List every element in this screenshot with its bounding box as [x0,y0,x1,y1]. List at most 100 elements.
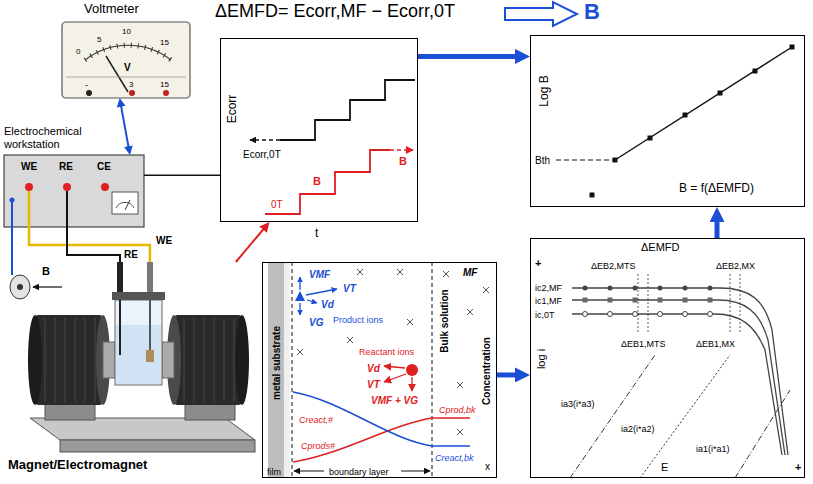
voltmeter-symbol [106,56,128,92]
workstation-symbol [125,200,130,210]
node-text: ic,0T [535,310,555,320]
polarization-curves [683,298,688,303]
field-symbol: B [584,0,600,24]
boundary-layer-sketch [284,262,290,478]
voltmeter-symbol [129,90,135,96]
workstation-symbol [25,183,33,191]
title-arrow [505,2,577,26]
magnet-drawing [112,292,165,300]
boundary-layer-sketch [307,300,317,303]
boundary-layer-sketch [292,262,293,478]
workstation-symbol [101,183,109,191]
boundary-layer-sketch [295,291,305,301]
boundary-layer-sketch [268,262,284,478]
polarization-curves [583,286,588,291]
corrosion-potential-steps [265,150,390,214]
log-b-plot [613,158,618,163]
log-b-plot [790,45,795,50]
node-text: Vd [321,299,334,311]
log-b-plot [556,159,615,160]
node-text: log i [535,349,548,369]
polarization-curves [735,390,790,478]
node-text: Vd [367,363,380,375]
node-text: ic1,MF [535,296,562,306]
node-text: boundary layer [329,467,389,477]
node-text: E [661,461,668,474]
node-text: ic2,MF [535,283,562,293]
polarization-curves [572,314,782,455]
node-text: metal substrate [271,326,283,400]
node-text: Reactant ions [359,347,414,357]
title-arrow [505,2,577,26]
boundary-layer-sketch [384,366,405,368]
node-text: Cprod,bk [439,405,476,415]
node-text: Magnet/Electromagnet [8,458,147,473]
node-text: Electrochemical workstation [4,125,114,150]
magnet-drawing [28,315,42,405]
node-text: ΔEB1,MX [696,339,735,349]
magnet-drawing [174,315,242,405]
polarization-curves [570,355,655,478]
corrosion-potential-steps [250,80,415,214]
log-b-plot [718,91,723,96]
terminal-label: - [85,80,88,90]
node-text: CE [97,161,111,173]
node-text: Creact,# [299,415,333,425]
polarization-curves [658,298,663,303]
calibration-chart: Log BBthB = f(ΔEMFD) [530,35,805,207]
log-b-plot [683,113,688,118]
magnet-drawing [103,342,115,378]
boundary-layer-sketch [294,471,324,472]
voltmeter-symbol [163,90,169,96]
field-symbol: B [42,265,50,278]
polarization-curves [683,312,688,317]
corrosion-potential-steps [390,149,413,151]
terminal-label: 15 [160,80,169,89]
node-text: Creact,bk [435,453,474,463]
node-text: VMF + VG [371,395,418,407]
node-text: RE [59,161,73,173]
node-text: + [535,257,541,270]
field-probe [10,198,63,300]
scale-number: 5 [97,35,101,44]
polarization-curves [583,312,588,317]
log-b-plot [648,136,653,141]
node-text: WE [21,161,37,173]
node-text: ΔEMFD [641,241,680,254]
connector [67,227,120,262]
log-b-plot [615,47,792,160]
magnet-drawing [60,440,255,452]
node-text: B = f(ΔEMFD) [679,182,754,196]
node-text: Voltmeter [84,2,139,17]
magnet-drawing [115,300,162,385]
magnet-drawing [162,342,174,378]
log-b-plot [556,45,795,198]
workstation-symbol [116,202,134,208]
node-text: ΔEB1,MTS [621,339,666,349]
node-text: MF [463,267,477,279]
node-text: VG [309,317,323,329]
node-text: ia3(i*a3) [561,399,595,409]
magnet-drawing [119,300,121,355]
node-text: Bulk solution [439,289,451,352]
workstation-symbol [66,191,68,227]
workstation-symbol [112,192,138,214]
node-text: Product ions [333,315,383,325]
node-text: B [313,175,321,188]
polarization-curves [633,312,638,317]
boundary-layer-sketch [306,289,337,295]
connector [120,102,129,151]
polarization-curves [658,312,663,317]
magnet-drawing [35,315,103,405]
polarization-curves [608,298,613,303]
node-text: x [485,461,490,473]
terminal-label: 3 [129,80,133,89]
boundary-layer-sketch [268,262,489,478]
node-text: Bth [535,155,550,167]
magnet-drawing [117,262,123,292]
polarization-curves [608,312,613,317]
polarization-curves [570,274,790,478]
polarization-chart: ΔEMFD+log iic2,MFic1,MFic,0TΔEB2,MTSΔEB2… [530,238,805,478]
